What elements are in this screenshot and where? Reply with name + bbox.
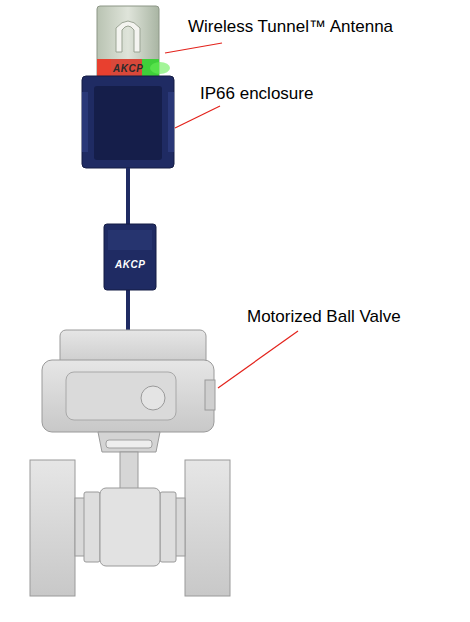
- callout-label: Wireless Tunnel™ Antenna: [188, 17, 393, 37]
- actuator: [42, 330, 215, 452]
- ip66-enclosure: [82, 76, 174, 168]
- callout-label: IP66 enclosure: [200, 84, 313, 104]
- ball-valve-body: [30, 452, 230, 596]
- antenna: [97, 6, 170, 80]
- brand-logo: AKCP: [115, 259, 145, 270]
- converter-box: [104, 224, 156, 290]
- callout-label: Motorized Ball Valve: [247, 307, 401, 327]
- brand-logo: AKCP: [113, 63, 143, 74]
